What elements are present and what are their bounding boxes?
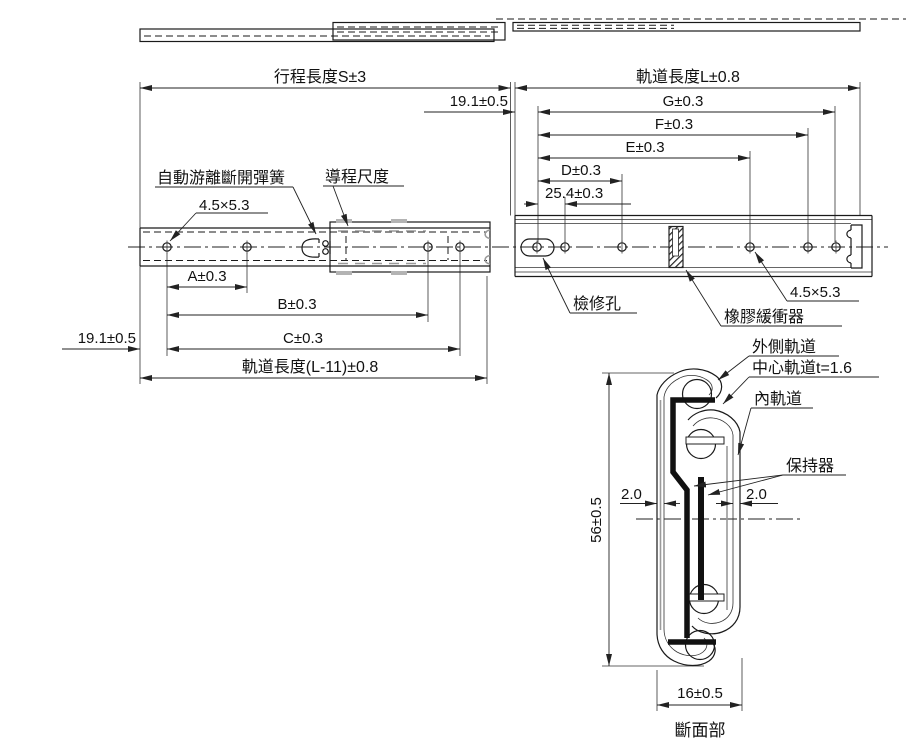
dim-c: C±0.3 (283, 330, 323, 347)
leader-outer-rail (717, 355, 750, 381)
dim-section-height: 56±0.5 (588, 497, 605, 543)
dim-254: 25.4±0.3 (545, 185, 603, 202)
dim-wall-right: 2.0 (746, 486, 767, 503)
wall-thickness-dims: 2.0 2.0 (620, 486, 778, 507)
leader-rubber-bumper (685, 269, 722, 327)
inner-rail-extended (139, 28, 495, 43)
leader-release-spring (292, 186, 317, 235)
dim-b: B±0.3 (277, 296, 316, 313)
inner-rail-profile (687, 409, 741, 635)
label-hole-slot-right: 4.5×5.3 (790, 284, 840, 301)
inspection-slot (520, 238, 555, 257)
outer-rail-profile (656, 368, 723, 667)
leader-retainer-2 (707, 474, 784, 496)
main-view-outer-rail (514, 214, 873, 278)
section-caption: 斷面部 (675, 721, 726, 740)
outer-rail-extended (512, 21, 861, 32)
label-center-rail: 中心軌道t=1.6 (752, 359, 852, 377)
label-inspection-hole: 檢修孔 (573, 295, 621, 313)
leader-retainer-1 (693, 474, 784, 488)
inner-rail-profile-inner (692, 417, 734, 624)
leader-center-rail (722, 376, 750, 405)
dim-rail-length: 軌道長度L±0.8 (636, 68, 740, 86)
dim-section-width: 16±0.5 (677, 685, 723, 702)
bottom-dimensions: A±0.3 B±0.3 C±0.3 19.1±0.5 軌道長度(L-11)±0.… (62, 253, 488, 384)
left-rail-holes (162, 240, 465, 254)
leader-lead-scale (332, 185, 349, 227)
leader-hole-slot-right (754, 251, 788, 302)
raceway-strip (685, 593, 725, 602)
dim-wall-left: 2.0 (621, 486, 642, 503)
leader-hole-slot-left (169, 212, 197, 242)
section-profile (656, 368, 741, 667)
dim-stroke-length: 行程長度S±3 (274, 68, 366, 86)
label-inner-rail: 內軌道 (754, 390, 802, 408)
label-retainer: 保持器 (786, 457, 834, 475)
raceway-strip (685, 436, 725, 445)
dim-g: G±0.3 (663, 93, 704, 110)
cross-section: 56±0.5 2.0 2.0 (588, 338, 879, 740)
label-rubber-bumper: 橡膠緩衝器 (724, 308, 804, 326)
dim-e: E±0.3 (625, 139, 664, 156)
label-hole-slot-left: 4.5×5.3 (199, 197, 249, 214)
label-outer-rail: 外側軌道 (752, 338, 816, 356)
leader-inner-rail (737, 407, 752, 456)
tab (336, 271, 352, 275)
label-release-spring: 自動游離斷開彈簧 (157, 168, 285, 187)
dim-offset-bottom: 19.1±0.5 (78, 330, 136, 347)
tab (336, 219, 352, 223)
center-rail-extended (332, 21, 506, 41)
tab (391, 271, 407, 275)
end-bracket (846, 224, 863, 269)
extended-slide-view (139, 18, 906, 43)
top-dimensions: 行程長度S±3 軌道長度L±0.8 19.1±0.5 G±0.3 F±0.3 E… (139, 68, 861, 242)
dim-offset-top: 19.1±0.5 (450, 93, 508, 110)
outer-rail-holes (532, 240, 841, 254)
ball-bearing (681, 378, 713, 410)
label-lead-scale: 導程尺度 (325, 167, 389, 186)
dim-a: A±0.3 (187, 268, 226, 285)
dim-d: D±0.3 (561, 162, 601, 179)
leader-inspection-hole (542, 257, 571, 314)
ball-bearing (684, 629, 716, 661)
center-rail-profile (670, 397, 715, 638)
dim-f: F±0.3 (655, 116, 693, 133)
rubber-bumper (668, 225, 684, 269)
section-labels: 外側軌道 中心軌道t=1.6 內軌道 保持器 (693, 338, 879, 496)
main-view-labels: 自動游離斷開彈簧 導程尺度 4.5×5.3 檢修孔 橡膠緩衝器 4.5×5.3 (155, 167, 859, 327)
release-spring-clip (301, 238, 331, 258)
tab (391, 219, 407, 223)
dim-l11: 軌道長度(L-11)±0.8 (242, 358, 379, 376)
outer-rail-profile-inner (663, 374, 713, 657)
